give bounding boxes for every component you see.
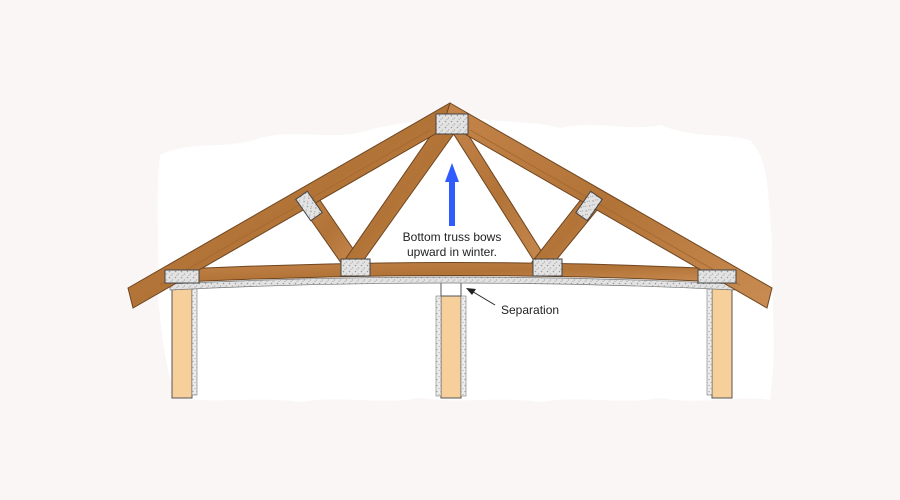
- pointer-arrow-icon: [466, 288, 496, 306]
- gusset-right-web: [575, 190, 603, 222]
- top-chord-grain-left: [159, 129, 431, 286]
- right-drywall: [706, 284, 713, 396]
- center-drywall-right: [460, 295, 467, 397]
- gusset-bottom-left: [340, 258, 371, 277]
- left-wall: [171, 284, 198, 399]
- center-wall: [435, 295, 467, 399]
- gusset-bottom-right: [532, 258, 563, 277]
- right-stud: [711, 284, 733, 399]
- separation-label: Separation: [501, 303, 559, 317]
- bow-annotation-line1: Bottom truss bows: [403, 230, 502, 244]
- center-drywall-left: [435, 295, 442, 397]
- gusset-peak: [435, 113, 469, 135]
- left-stud: [171, 284, 193, 399]
- gusset-heel-left: [164, 269, 200, 284]
- left-drywall: [191, 284, 198, 396]
- bow-annotation-line2: upward in winter.: [407, 245, 497, 259]
- right-wall: [706, 284, 733, 399]
- center-stud: [440, 295, 462, 399]
- gusset-heel-right: [697, 269, 737, 284]
- gusset-left-web: [295, 190, 323, 222]
- top-chord-grain-right: [469, 129, 741, 286]
- arrow-up-icon: [445, 163, 459, 226]
- center-top-plate: [440, 281, 462, 297]
